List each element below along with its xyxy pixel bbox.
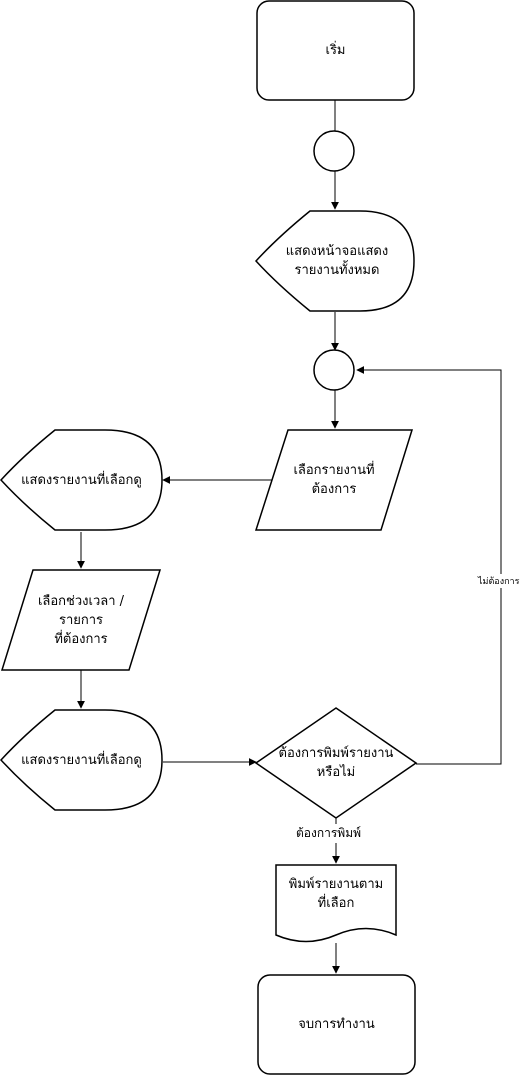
select-report-parallelogram bbox=[254, 429, 414, 531]
end-terminal bbox=[257, 974, 416, 1075]
select-period-parallelogram bbox=[0, 569, 162, 671]
junction-2 bbox=[313, 349, 355, 391]
show-selected-report-shape-1 bbox=[0, 429, 163, 531]
display-all-reports-shape bbox=[254, 210, 415, 312]
start-terminal bbox=[256, 0, 415, 101]
connector-decision-no-loop bbox=[356, 366, 502, 765]
junction-1 bbox=[313, 130, 355, 172]
print-decision-diamond bbox=[254, 707, 418, 819]
show-selected-report-shape-2 bbox=[0, 709, 163, 811]
print-report-document bbox=[275, 864, 397, 943]
edge-label-no-print: ไม่ต้องการ bbox=[478, 574, 520, 588]
edge-label-yes-print: ต้องการพิมพ์ bbox=[296, 824, 362, 843]
